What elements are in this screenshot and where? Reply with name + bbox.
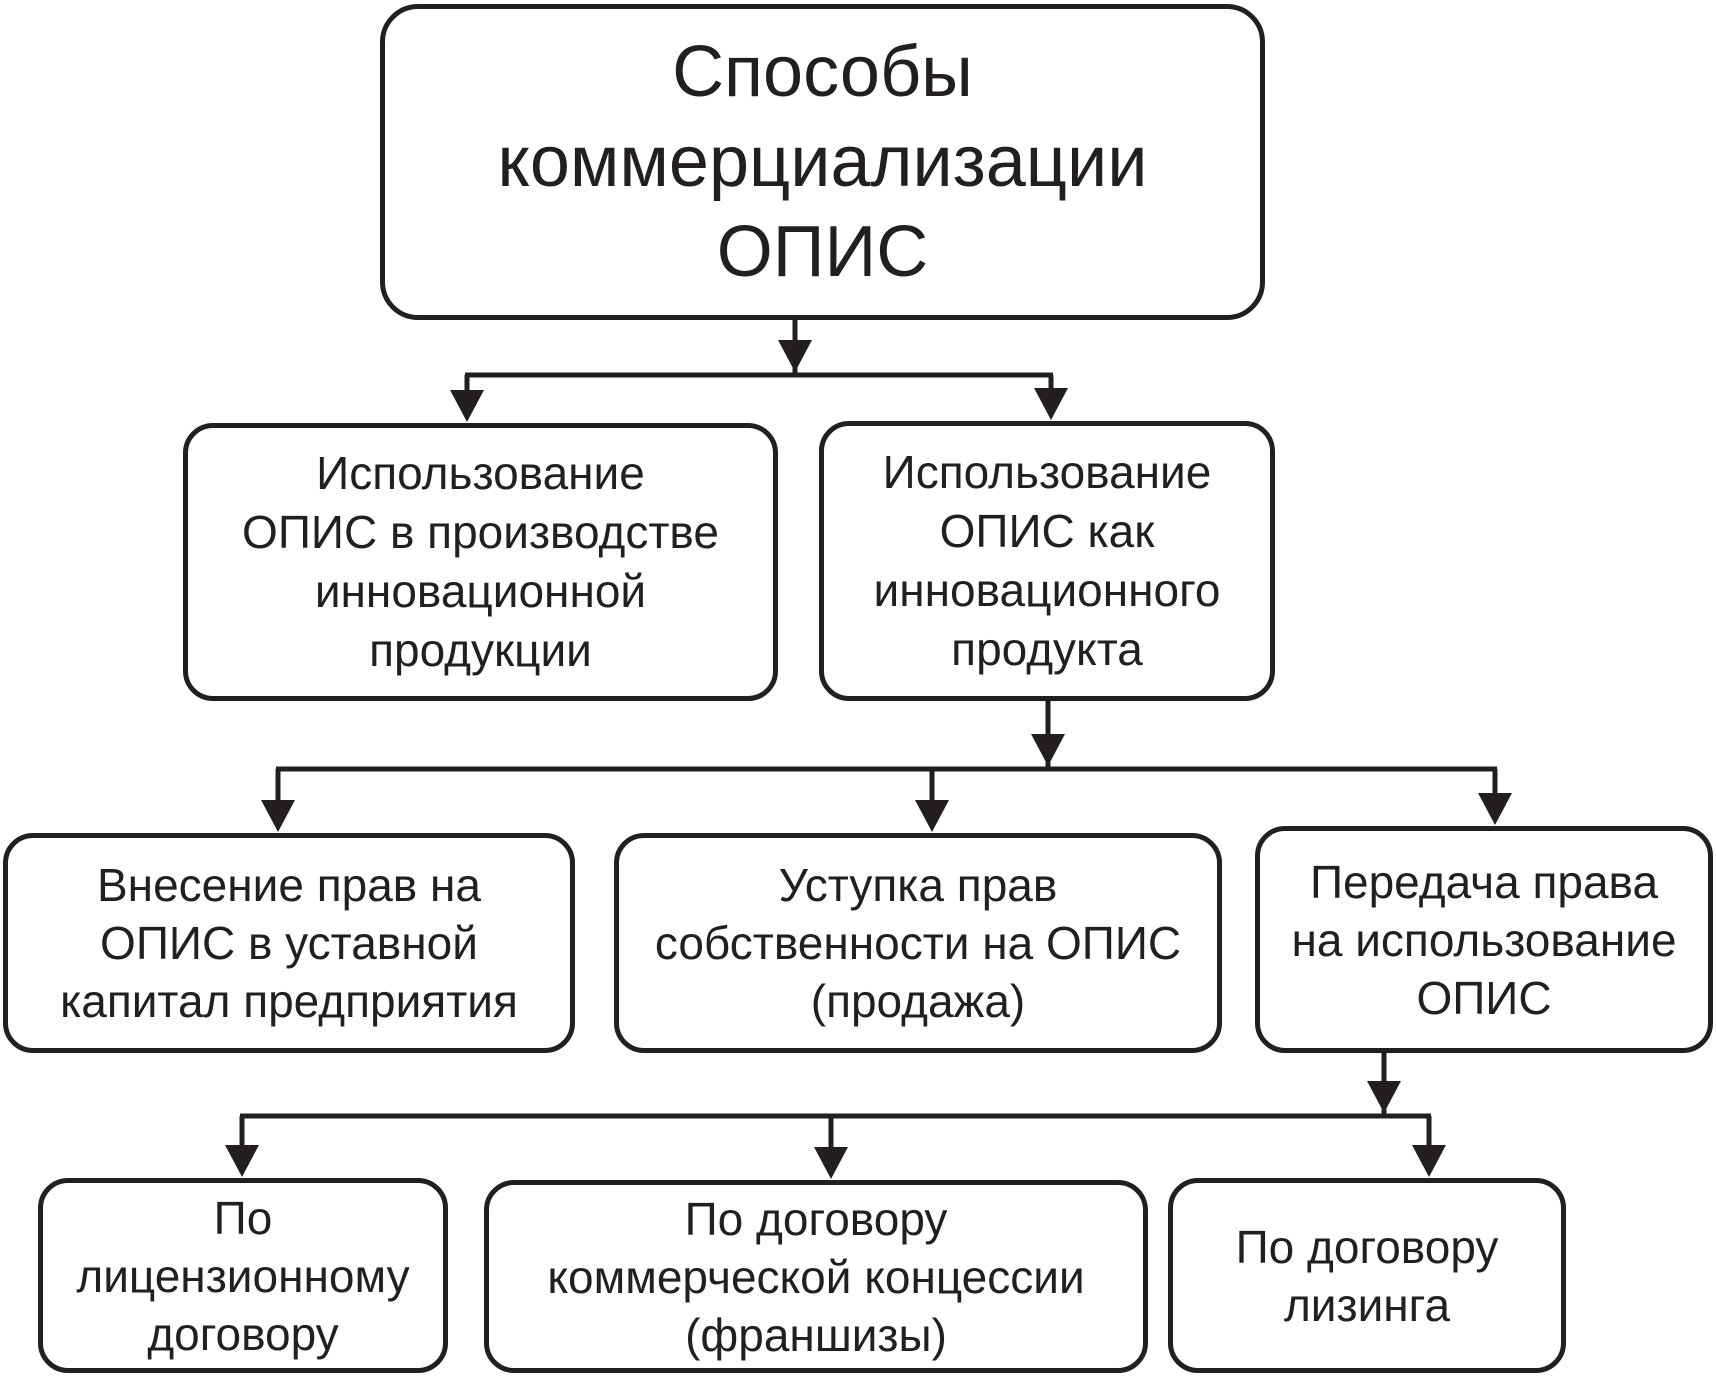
node-license-agreement: По лицензионному договору [38,1178,448,1373]
node-transfer-of-use-right: Передача права на использование ОПИС [1255,826,1713,1053]
arrow-b5-stem [1367,1081,1401,1113]
arrow-to-b5 [1478,793,1512,825]
root-node: Способы коммерциализации ОПИС [380,4,1265,320]
arrow-to-b6 [225,1145,259,1177]
node-franchise-agreement: По договору коммерческой концессии (фран… [484,1180,1148,1373]
node-assignment-of-rights: Уступка прав собственности на ОПИС (прод… [614,833,1222,1053]
arrow-to-b3 [261,800,295,832]
arrow-to-b2 [1034,388,1068,420]
arrow-to-b7 [814,1147,848,1179]
node-use-in-production: Использование ОПИС в производстве иннова… [183,423,778,701]
arrow-to-b1 [450,390,484,422]
node-leasing-agreement: По договору лизинга [1168,1178,1566,1373]
arrow-to-b4 [915,800,949,832]
node-charter-capital-contribution: Внесение прав на ОПИС в уставной капитал… [3,833,575,1053]
arrow-b2-stem [1031,734,1065,766]
arrow-root-stem [778,340,812,372]
arrow-to-b8 [1412,1145,1446,1177]
node-use-as-product: Использование ОПИС как инновационного пр… [819,421,1275,701]
